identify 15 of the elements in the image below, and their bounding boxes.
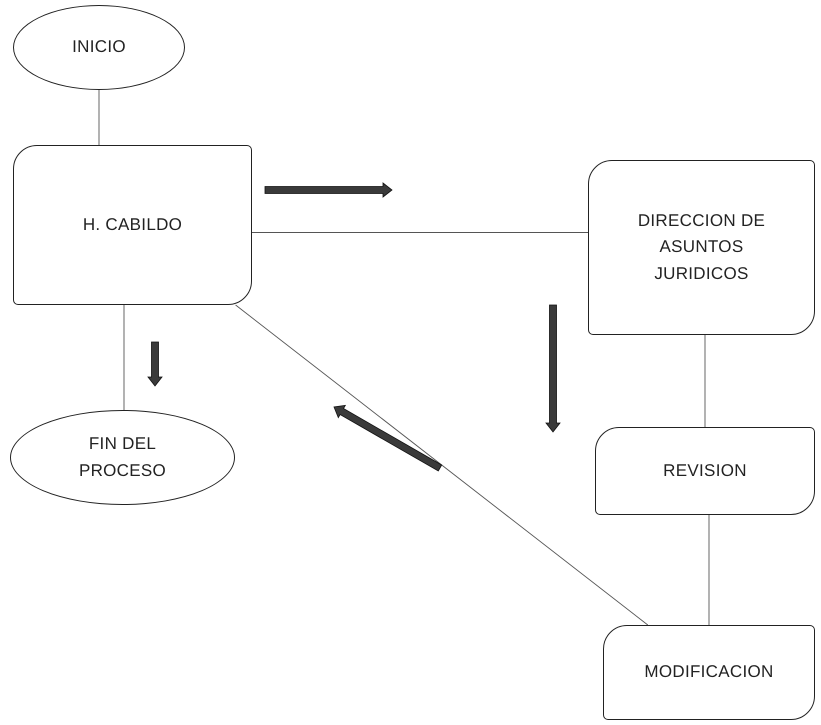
connector-line xyxy=(704,334,706,428)
node-label: DIRECCION DE ASUNTOS JURIDICOS xyxy=(636,210,766,285)
connector-line xyxy=(252,232,588,233)
node-label: MODIFICACION xyxy=(644,661,774,684)
process-box xyxy=(595,427,815,515)
process-box xyxy=(603,625,815,720)
process-box xyxy=(13,145,252,305)
connector-line xyxy=(708,514,710,626)
connector-line xyxy=(98,90,100,146)
node-label: FIN DEL PROCESO xyxy=(78,433,168,482)
node-label: INICIO xyxy=(72,36,126,58)
process-box xyxy=(588,160,815,335)
connector-line xyxy=(235,304,648,626)
node-label: H. CABILDO xyxy=(82,214,182,236)
node-label: REVISION xyxy=(663,460,747,482)
